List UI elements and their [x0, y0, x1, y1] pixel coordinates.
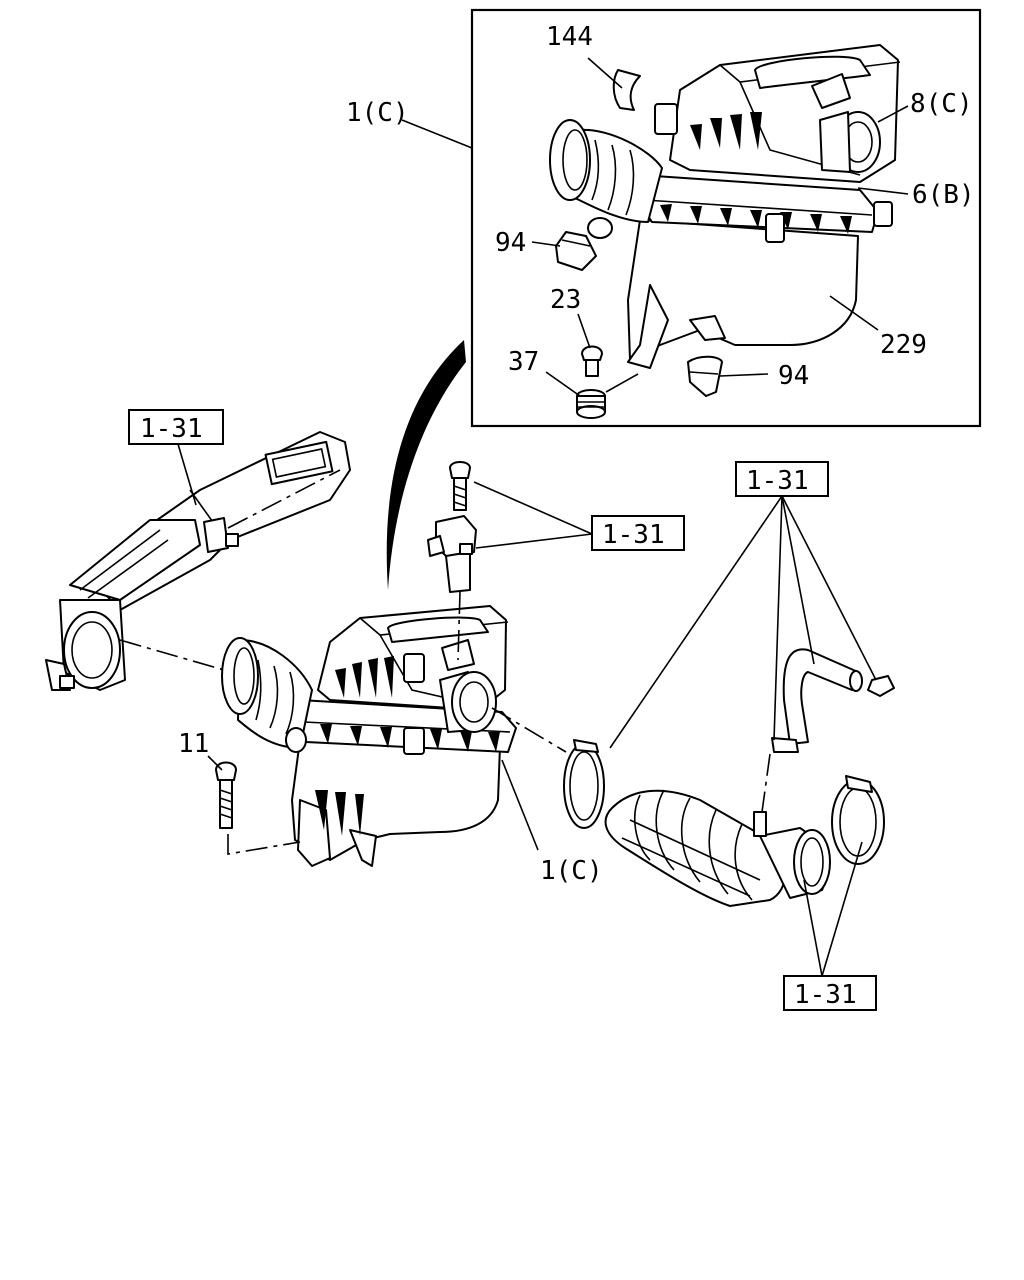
bolt-11-icon [215, 761, 237, 829]
air-cleaner-main-icon [291, 605, 517, 867]
ref-box-bottom-right [783, 975, 877, 1011]
inset-air-cleaner-icon [627, 44, 901, 369]
ref-box-top-right [735, 461, 829, 497]
hose-clamp-front-icon [563, 739, 605, 829]
intake-hose-icon [604, 789, 831, 907]
main-top-fins [335, 656, 394, 698]
inset-fins [660, 204, 852, 234]
hose-clamp-rear-icon [831, 775, 885, 865]
breather-hose-icon [771, 648, 895, 753]
inset-top-fins [690, 112, 762, 150]
cushion-94-right-icon [687, 355, 723, 397]
intake-boot-main-icon [221, 637, 313, 753]
ref-bottom-right: 1-31 [794, 980, 857, 1010]
label-229: 229 [880, 330, 927, 360]
detail-arc [386, 340, 466, 590]
ref-box-left [128, 409, 224, 445]
label-6b: 6(B) [912, 180, 975, 210]
inset-intake-boot-icon [549, 119, 663, 239]
label-94-left: 94 [495, 228, 526, 258]
ref-box-sensor [591, 515, 685, 551]
label-144: 144 [546, 22, 593, 52]
ref-top-right: 1-31 [746, 466, 809, 496]
bolt-23-icon [581, 345, 603, 377]
ref-sensor: 1-31 [602, 520, 665, 550]
ref-left: 1-31 [140, 414, 203, 444]
label-1c-top: 1(C) [346, 98, 409, 128]
main-fins [320, 724, 500, 752]
main-lower-fins [315, 790, 364, 836]
inset-detail: 144 8(C) 6(B) 94 23 229 37 94 [470, 8, 982, 428]
grommet-37-icon [576, 389, 606, 419]
label-23: 23 [550, 285, 581, 315]
label-8c: 8(C) [910, 89, 973, 119]
label-94-right: 94 [778, 361, 809, 391]
label-1c-main: 1(C) [540, 856, 603, 886]
airflow-sensor-icon [427, 461, 477, 593]
label-11: 11 [178, 729, 209, 759]
air-duct-icon [45, 431, 351, 691]
label-37: 37 [508, 347, 539, 377]
